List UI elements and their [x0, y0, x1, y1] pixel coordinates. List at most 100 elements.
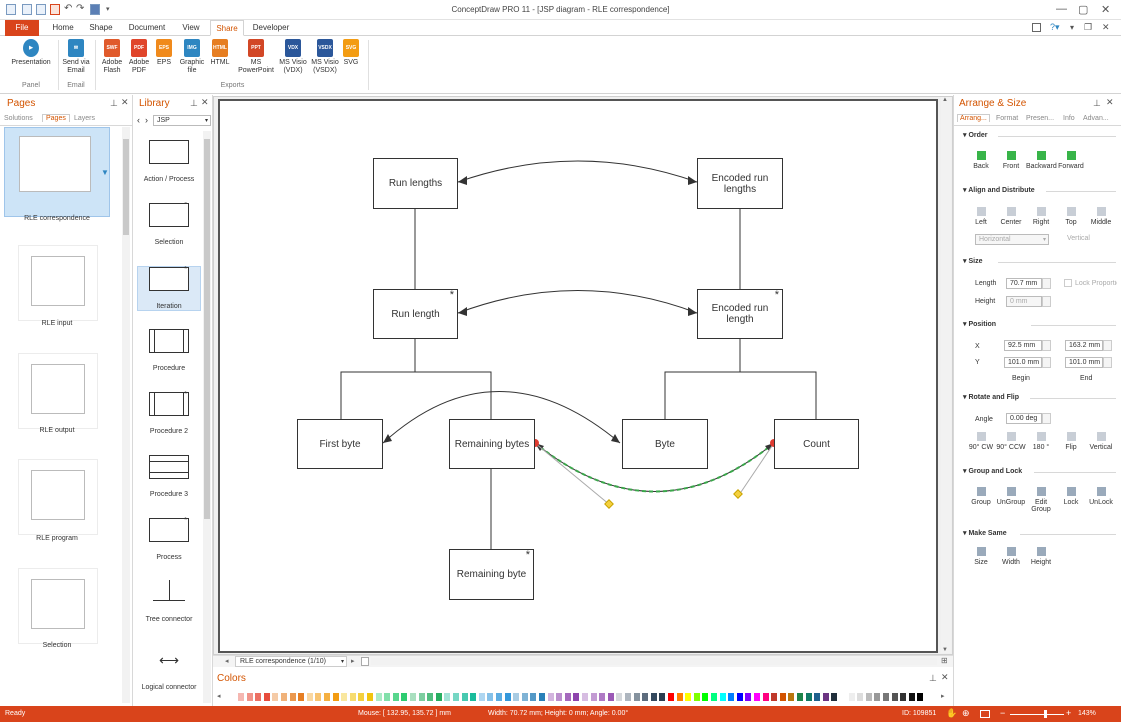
close-panel-icon[interactable]: ✕ [941, 672, 949, 682]
makesame-width[interactable]: Width [996, 547, 1026, 566]
prev-page-icon[interactable]: ◂ [225, 658, 229, 665]
color-swatch[interactable] [701, 692, 710, 702]
tab-presentation[interactable]: Presen... [1026, 115, 1055, 122]
page-thumbnail[interactable] [18, 245, 98, 321]
tab-advanced[interactable]: Advan... [1083, 115, 1109, 122]
color-swatch[interactable] [486, 692, 495, 702]
height-spinner[interactable] [1042, 296, 1051, 307]
section-size[interactable]: ▾ Size [963, 258, 983, 265]
color-swatch[interactable] [632, 692, 641, 702]
length-field[interactable]: 70.7 mm [1006, 278, 1042, 289]
color-swatch[interactable] [821, 692, 830, 702]
zoom-tool-icon[interactable]: ⊕ [962, 708, 970, 718]
library-item[interactable]: Procedure [137, 329, 201, 372]
color-swatch[interactable] [383, 692, 392, 702]
color-swatch[interactable] [452, 692, 460, 702]
end-x-spinner[interactable] [1103, 340, 1112, 351]
color-swatch[interactable] [778, 692, 787, 702]
page-label[interactable]: RLE correspondence [24, 215, 90, 222]
page-label[interactable]: RLE output [39, 427, 75, 434]
color-swatch[interactable] [262, 692, 271, 702]
rotate-flip[interactable]: Flip [1056, 432, 1086, 451]
color-swatch[interactable] [546, 692, 555, 702]
color-swatch[interactable] [245, 692, 254, 702]
page-label[interactable]: RLE input [41, 320, 73, 327]
library-item[interactable]: °Selection [137, 202, 201, 246]
vertical-distribute-select[interactable]: Vertical [1064, 234, 1116, 245]
color-swatch[interactable] [606, 692, 615, 702]
color-swatch[interactable] [641, 692, 650, 702]
pin-icon[interactable]: ⊥ [190, 98, 198, 108]
color-swatch[interactable] [770, 692, 779, 702]
end-x-field[interactable]: 163.2 mm [1065, 340, 1103, 351]
color-swatch[interactable] [744, 692, 753, 702]
section-makesame[interactable]: ▾ Make Same [963, 530, 1007, 537]
presentation-quick-icon[interactable] [50, 4, 60, 15]
scroll-down-icon[interactable]: ▼ [942, 647, 948, 653]
library-scroll-thumb[interactable] [204, 139, 210, 519]
color-swatch[interactable] [331, 692, 340, 702]
color-swatch[interactable] [271, 692, 280, 702]
library-item[interactable]: *Process [137, 517, 201, 561]
color-swatch[interactable] [882, 692, 890, 702]
color-swatch[interactable] [443, 692, 452, 702]
tab-home[interactable]: Home [52, 23, 74, 32]
color-swatch[interactable] [581, 692, 589, 702]
page-menu-chevron-icon[interactable]: ▼ [101, 168, 109, 177]
horizontal-distribute-select[interactable]: Horizontal▾ [975, 234, 1049, 245]
pin-icon[interactable]: ⊥ [929, 673, 937, 683]
color-swatch[interactable] [323, 692, 331, 702]
tab-solutions[interactable]: Solutions [4, 115, 33, 122]
new-document-icon[interactable] [22, 4, 32, 15]
color-swatch[interactable] [348, 692, 357, 702]
page-label[interactable]: Selection [42, 642, 72, 649]
scroll-up-icon[interactable]: ▲ [942, 97, 948, 103]
library-select[interactable]: JSP ▾ [153, 115, 211, 126]
color-swatch[interactable] [804, 692, 813, 702]
tab-view[interactable]: View [182, 23, 200, 32]
color-swatch[interactable] [684, 692, 693, 702]
color-swatch[interactable] [753, 692, 761, 702]
color-swatch[interactable] [426, 692, 435, 702]
order-forward[interactable]: Forward [1056, 151, 1086, 170]
color-swatch[interactable] [916, 692, 925, 702]
color-swatch[interactable] [391, 692, 400, 702]
page-label[interactable]: RLE program [36, 535, 78, 542]
zoom-in-icon[interactable]: + [1066, 708, 1072, 718]
color-swatch[interactable] [366, 692, 374, 702]
undo-icon[interactable]: ↶ [64, 3, 73, 14]
color-swatch[interactable] [237, 692, 245, 702]
tab-format[interactable]: Format [996, 115, 1019, 122]
color-swatch[interactable] [297, 692, 306, 702]
color-swatch[interactable] [856, 692, 865, 702]
pages-scrollbar[interactable] [122, 127, 130, 703]
color-swatch[interactable] [280, 692, 288, 702]
colors-scroll-right-icon[interactable]: ▸ [941, 693, 945, 700]
group-unlock[interactable]: UnLock [1086, 487, 1116, 506]
close-doc-icon[interactable]: ✕ [1102, 22, 1110, 32]
maximize-button[interactable]: ▢ [1078, 4, 1089, 16]
order-back[interactable]: Back [966, 151, 996, 170]
color-swatch[interactable] [529, 692, 538, 702]
align-left[interactable]: Left [966, 207, 996, 226]
color-swatch[interactable] [649, 692, 658, 702]
zoom-out-icon[interactable]: − [1000, 708, 1006, 718]
box-remaining-byte[interactable]: Remaining byte* [449, 549, 534, 600]
color-swatch[interactable] [357, 692, 366, 702]
tab-file[interactable]: File [5, 20, 39, 36]
color-swatch[interactable] [675, 692, 684, 702]
redo-icon[interactable]: ↷ [76, 3, 85, 14]
page-thumbnail[interactable] [18, 353, 98, 429]
color-swatch[interactable] [907, 692, 916, 702]
box-first-byte[interactable]: First byte [297, 419, 383, 469]
library-item[interactable]: *Iteration [137, 266, 201, 311]
layout-toggle-icon[interactable] [1032, 23, 1041, 32]
color-swatch[interactable] [873, 692, 882, 702]
close-panel-icon[interactable]: ✕ [201, 97, 209, 107]
color-swatch[interactable] [538, 692, 546, 702]
box-count[interactable]: Count [774, 419, 859, 469]
color-swatch[interactable] [572, 692, 581, 702]
box-byte[interactable]: Byte [622, 419, 708, 469]
